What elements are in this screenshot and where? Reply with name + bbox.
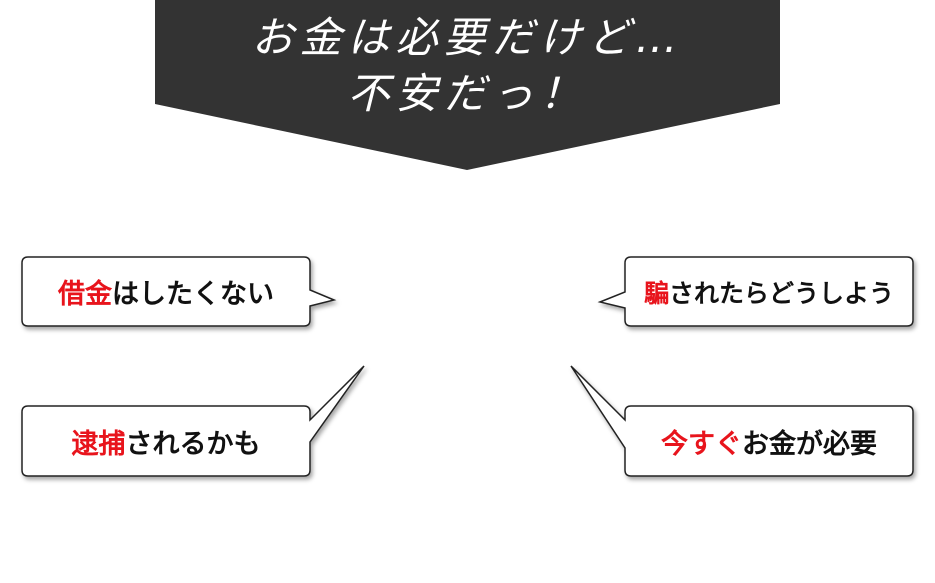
bubble-top-left-text: はしたくない	[112, 279, 274, 310]
bubble-bottom-right-highlight: 今すぐ	[661, 428, 742, 460]
bubble-top-right: 騙されたらどうしよう	[625, 257, 913, 326]
bubble-bottom-right-text: お金が必要	[742, 428, 877, 460]
bubble-bottom-left-highlight: 逮捕	[71, 428, 126, 460]
bubble-top-right-text: されたらどうしよう	[669, 278, 895, 308]
bubble-bottom-right: 今すぐお金が必要	[625, 406, 913, 476]
bubble-top-left-shape	[21, 256, 337, 327]
banner-shape	[155, 0, 780, 170]
banner-title: お金は必要だけど… 不安だっ！	[155, 10, 780, 122]
bubble-top-right-highlight: 騙	[643, 278, 669, 308]
banner-line-1: お金は必要だけど…	[251, 13, 684, 62]
header-banner: お金は必要だけど… 不安だっ！	[0, 0, 935, 172]
bubble-top-right-shape	[597, 256, 914, 327]
bubble-bottom-left-shape	[21, 365, 365, 477]
banner-arrow-shape	[155, 0, 780, 170]
bubble-bottom-left-text: されるかも	[125, 428, 261, 460]
bubble-top-left-highlight: 借金	[58, 279, 112, 310]
bubble-bottom-right-shape	[570, 365, 914, 477]
bubble-bottom-left: 逮捕されるかも	[22, 406, 310, 476]
bubble-top-left: 借金はしたくない	[22, 257, 310, 326]
banner-line-2: 不安だっ！	[347, 69, 588, 118]
